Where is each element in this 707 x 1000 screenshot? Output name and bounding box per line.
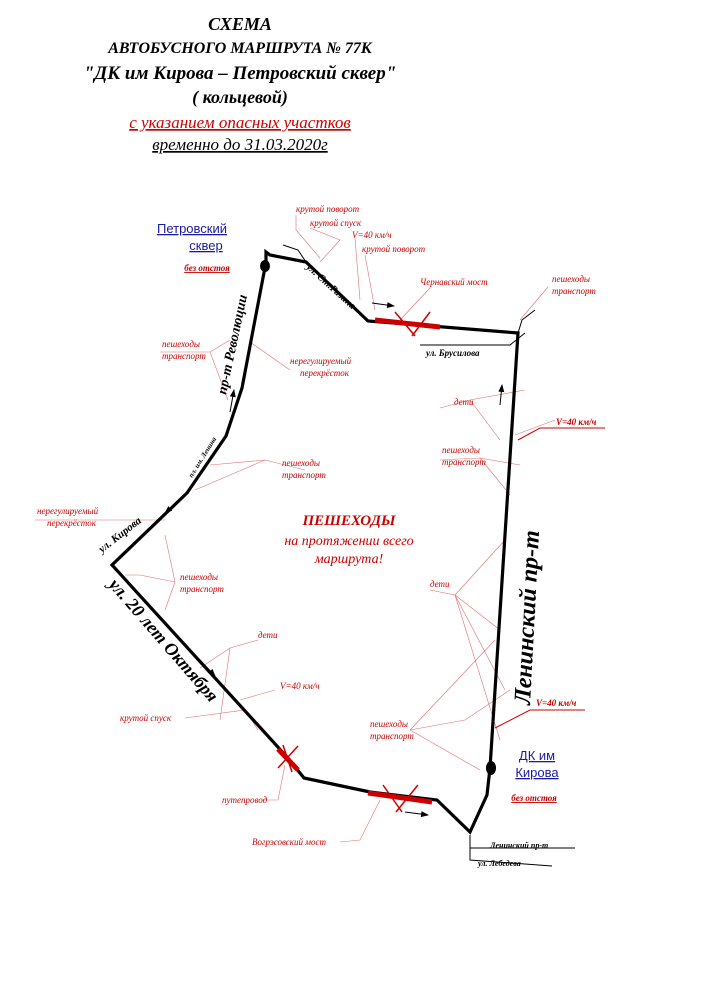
hazard-transport-right-1: транспорт [442,457,486,467]
hazard-krutoy-spusk-1: крутой спуск [310,218,362,228]
street-st-razina: ул. Ст.Разина [303,261,357,312]
hazard-transport-right-2: транспорт [370,731,414,741]
hazard-transport-mid: транспорт [282,470,326,480]
center-note-line3: маршрута! [314,552,384,567]
stop-petrovsky-label-1: Петровский [157,221,227,236]
annotation-leaders [35,215,556,843]
hazard-deti-right-2: дети [430,579,450,589]
street-leninsky-small: Ленинский пр-т [489,841,548,850]
street-brusilova: ул. Брусилова [425,348,480,358]
center-note: ПЕШЕХОДЫ на протяжении всего маршрута! [284,513,413,567]
stop-kirova-label-2: Кирова [515,765,559,780]
street-revolyutsii: пр-т Революции [215,293,251,396]
hazard-deti-left: дети [258,630,278,640]
hazard-transport-left-1: транспорт [162,351,206,361]
hazard-transport-ne: транспорт [552,286,596,296]
stop-petrovsky-label-2: сквер [189,238,222,253]
header-title: СХЕМА [208,14,272,34]
hazard-puteprovod: путепровод [222,795,268,805]
hazard-peshehody-left-1: пешеходы [162,339,200,349]
header: СХЕМА АВТОБУСНОГО МАРШРУТА № 77К "ДК им … [84,14,397,154]
danger-chernavsky-bridge [374,311,441,337]
hazard-peshehody-right-1: пешеходы [442,445,480,455]
hazard-annotations: крутой поворот крутой спуск V=40 км/ч кр… [37,204,597,847]
stop-kirova-note: без отстоя [511,793,557,803]
hazard-speed-right-2: V=40 км/ч [536,698,577,708]
hazard-peshehody-right-2: пешеходы [370,719,408,729]
header-validity: временно до 31.03.2020г [152,135,328,154]
inner-streets [282,244,536,334]
hazard-peshehody-left-2: пешеходы [180,572,218,582]
hazard-vogres-most: Вогрэсовский мост [252,837,326,847]
stop-petrovsky: Петровский сквер без отстоя [157,221,270,273]
stop-marker-kirova [486,761,496,775]
center-note-line2: на протяжении всего [284,534,413,549]
hazard-transport-left-2: транспорт [180,584,224,594]
hazard-speed-left: V=40 км/ч [280,681,320,691]
stop-kirova: ДК им Кирова без отстоя [486,748,559,803]
header-route-name: "ДК им Кирова – Петровский сквер" [84,63,397,84]
hazard-krutoy-spusk-2: крутой спуск [120,713,172,723]
hazard-nereg-2b: перекрёсток [47,518,97,528]
stop-petrovsky-note: без отстоя [184,263,230,273]
hazard-krutoy-povorot-2: крутой поворот [362,244,426,254]
street-leninsky-vertical: Ленинский пр-т [510,530,545,707]
hazard-peshehody-ne: пешеходы [552,274,590,284]
hazard-peshehody-mid: пешеходы [282,458,320,468]
hazard-speed-top: V=40 км/ч [352,230,392,240]
street-kirova: ул. Кирова [95,514,144,556]
street-pointers [420,332,575,867]
stop-kirova-label-1: ДК им [519,748,555,763]
hazard-nereg-2a: нерегулируемый [37,506,99,516]
hazard-deti-right-1: дети [454,397,474,407]
danger-puteprovod [276,744,300,773]
hazard-speed-right-1: V=40 км/ч [556,417,597,427]
direction-arrows [164,302,505,818]
hazard-krutoy-povorot-1: крутой поворот [296,204,360,214]
center-note-title: ПЕШЕХОДЫ [301,513,396,529]
danger-vogres-bridge [367,784,433,813]
stop-marker-petrovsky [260,260,270,272]
header-danger-note: с указанием опасных участков [129,113,351,132]
hazard-nereg-1b: перекрёсток [300,368,350,378]
header-route-number: АВТОБУСНОГО МАРШРУТА № 77К [107,40,373,57]
street-lebedeva: ул. Лебедева [477,859,521,868]
hazard-chernavsky-most: Чернавский мост [420,277,488,287]
hazard-nereg-1a: нерегулируемый [290,356,352,366]
speed-pointers [494,427,605,729]
header-route-type: ( кольцевой) [192,87,288,108]
